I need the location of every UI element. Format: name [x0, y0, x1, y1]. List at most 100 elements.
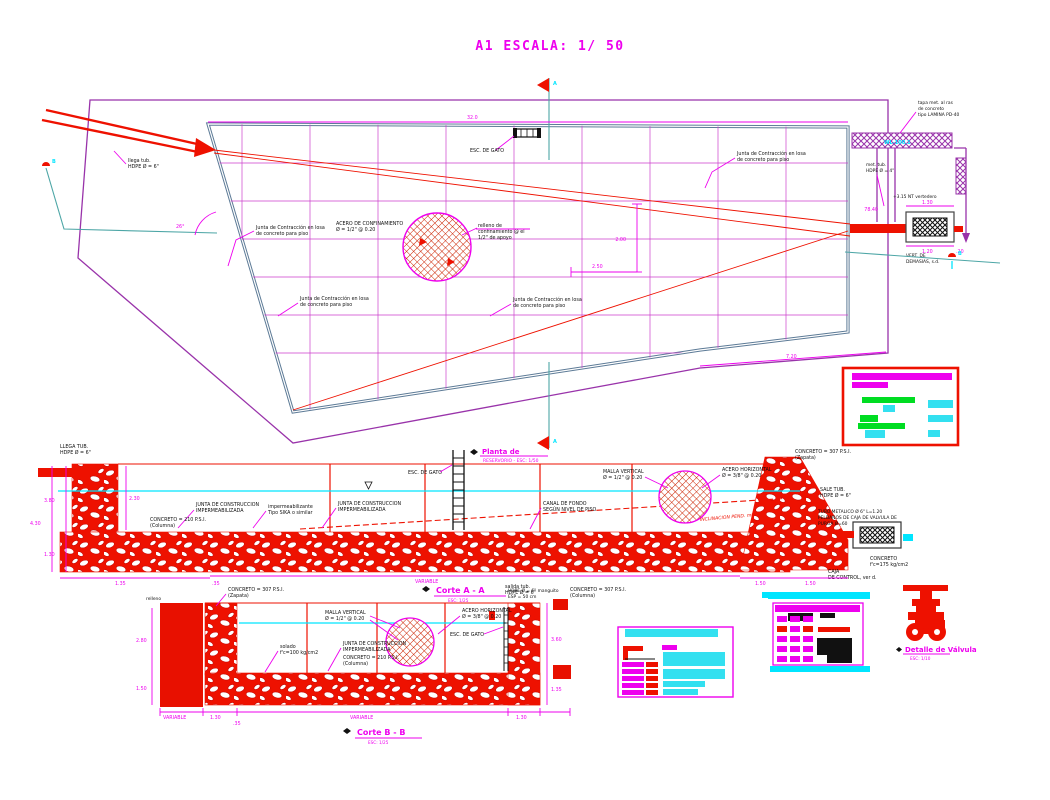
pipe-label: LLEGA TUB.: [60, 444, 88, 450]
table-header: [775, 605, 860, 612]
inlet-label: HDPE Ø = 6": [128, 163, 159, 170]
concrete-label: (Columna): [343, 661, 368, 667]
section-b: relleno CONCRETO = 307 P.S.I. (Zapata) M…: [136, 587, 571, 745]
outlet-stub: [954, 226, 963, 232]
concrete-label: f'c=175 kg/cm2: [870, 562, 908, 568]
concrete-label: (Zapata): [795, 455, 816, 461]
inlet-pipe: [41, 108, 216, 157]
pipe-label: HDPE Ø = 6": [60, 449, 91, 456]
pipe-stub: [553, 599, 568, 610]
joint-label: Junta de Contracción en losa: [512, 296, 582, 303]
box-label: DE CONTROL, ver d.: [828, 575, 877, 581]
dim-label: 1.35: [115, 581, 126, 587]
joint-label: JUNTA DE CONSTRUCCION: [195, 502, 260, 508]
section-a-labels: LLEGA TUB. HDPE Ø = 6" JUNTA DE CONSTRUC…: [60, 444, 908, 599]
table-cell-dark: [820, 613, 835, 618]
hatched-pier: [955, 157, 967, 195]
mesh-label: Ø = 1/2" @ 0.20: [325, 615, 364, 622]
dim-label: VARIABLE: [163, 715, 186, 721]
fill-label: relleno de: [478, 223, 502, 229]
joint-label: de concreto para piso: [300, 302, 352, 308]
detail-bar: [662, 645, 677, 650]
section-marker-a-label: A: [553, 439, 557, 445]
section-marker-b-icon: [42, 162, 50, 166]
joint-label: JUNTA DE CONSTRUCCION: [342, 641, 407, 647]
section-title: Corte B - B: [357, 728, 405, 737]
pipe-label: HDPE Ø = 6" manguito: [508, 587, 559, 594]
mesh-label: MALLA VERTICAL: [603, 469, 644, 475]
joint-label: IMPERMEABILIZADA: [196, 508, 244, 514]
plan-caption: Planta de RESERVORIO - ESC: 1/50: [470, 448, 560, 465]
ladder-label: ESC. DE GATO: [408, 470, 442, 476]
inlet-pipe-section: [38, 468, 90, 477]
joint-label: de concreto para piso: [513, 303, 565, 309]
hatched-slab: [851, 132, 953, 149]
legend-bar: [928, 415, 953, 422]
dim-label: 1.30: [44, 552, 55, 558]
down-arrow-icon: [962, 233, 970, 243]
mesh-label: Ø = 1/2" @ 0.20: [603, 474, 642, 481]
wall-left: [204, 602, 238, 676]
pipe-label: met. tub.: [866, 162, 886, 168]
level-label: 78.40: [864, 207, 878, 213]
rebar-label: Ø = 1/2" @ 0.20: [336, 226, 375, 233]
scale-bar: [762, 592, 870, 598]
rebar-label: ACERO DE CONFINAMIENTO: [336, 221, 403, 227]
tube-label: TUBO METALICO Ø 6" L=1.20: [817, 508, 882, 515]
dim-label: 4.30: [30, 521, 41, 527]
section-marker-a-icon: [537, 436, 549, 450]
dim-label: 3.80: [44, 498, 55, 504]
elevation-label: +3.15 NT vertedero: [893, 194, 937, 200]
screed-label: f'c=100 kg/cm2: [280, 650, 318, 656]
hatched-column: [402, 212, 478, 282]
water-level-icon: [364, 481, 373, 490]
pipe-label: salida tub.: [505, 584, 530, 590]
diamond-icon: [422, 586, 430, 592]
concrete-label: CONCRETO = 210 P.S.I.: [343, 655, 399, 661]
detail-text-block: [663, 652, 725, 666]
contraction-joint-grid: [208, 124, 848, 412]
ladder-icon: [503, 607, 509, 671]
fill-block-right: [553, 665, 571, 679]
concrete-label: (Columna): [150, 523, 175, 529]
ladder-label: ESC. DE GATO: [470, 148, 504, 154]
joint-label: de concreto para piso: [256, 231, 308, 237]
legend-bar: [928, 400, 953, 408]
diamond-icon: [896, 647, 902, 652]
flow-lines: [213, 149, 851, 411]
section-marker-b-label: B: [52, 159, 56, 165]
purge-valve-box: [838, 521, 913, 549]
sheet-title: A1 ESCALA: 1/ 50: [475, 39, 624, 54]
joint-label: Junta de Contracción en losa: [255, 224, 325, 231]
plan-tank-wall: [205, 122, 850, 414]
construction-joints: [329, 464, 633, 532]
slope-label: INCLINACION PEND. mín.: [700, 511, 758, 523]
dim-label: .20: [956, 249, 964, 255]
plan-outer-boundary: [77, 99, 889, 444]
joint-label: Junta de Contracción en losa: [299, 295, 369, 302]
fill-label: 1/2" de apoyo: [478, 235, 512, 241]
weir-label: VERT. DE: [906, 253, 926, 259]
rebar-label: Ø = 3/8" @ 0.20: [722, 472, 761, 479]
dim-label: 2.80: [136, 638, 147, 644]
inlet-label: llega tub.: [128, 158, 151, 164]
valve-detail-title: Detalle de Válvula: [905, 646, 977, 654]
water-level-label: WL-100.1: [884, 140, 911, 146]
section-b-dimensions: 2.80 1.50 3.60 1.35 VARIABLE 1.30 .35 VA…: [136, 603, 571, 727]
legend-bar: [883, 405, 895, 412]
legend-bar: [858, 423, 905, 429]
detail-text-block: [663, 669, 725, 679]
section-marker-a-label: A: [553, 81, 557, 87]
concrete-label: CONCRETO = 307 P.S.I.: [228, 587, 284, 593]
concrete-label: CONCRETO = 307 P.S.I.: [795, 449, 851, 455]
joint-label: JUNTA DE CONSTRUCCION: [337, 501, 402, 507]
dim-label: 2.50: [592, 264, 603, 270]
angle-label: 26°: [176, 224, 185, 230]
dim-label: 3.60: [551, 637, 562, 643]
detail-header-bar: [625, 629, 718, 637]
screed-label: solado: [280, 644, 296, 650]
ladder-icon: [452, 450, 465, 530]
dim-label: 1.50: [136, 686, 147, 692]
legend-bar: [862, 397, 915, 403]
